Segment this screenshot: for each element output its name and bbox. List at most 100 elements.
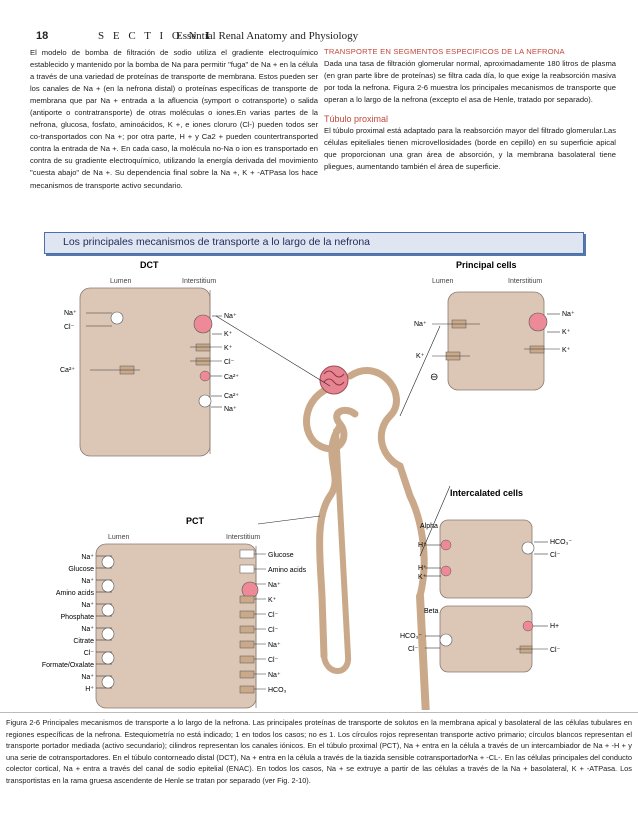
alpha-left-ion: H⁺	[418, 542, 427, 549]
principal-leader-line	[399, 325, 441, 417]
pct-left-ion: Na⁺	[81, 578, 94, 585]
dct-right-ion: Ca²⁺	[224, 393, 239, 400]
pct-cotransporter	[101, 651, 115, 665]
beta-h-pump	[522, 620, 534, 632]
pct-interstitium-label: Interstitium	[226, 534, 260, 541]
left-column-text: El modelo de bomba de filtración de sodi…	[30, 48, 318, 190]
pct-cell	[95, 543, 257, 709]
principal-lumen-label: Lumen	[432, 278, 454, 285]
beta-left-ion: HCO₃⁻	[400, 633, 422, 640]
nephron-figure: DCT Lumen Interstitium Na⁺ Cl⁻ Ca²⁺ Na⁺ …	[42, 260, 575, 710]
principal-right-ion: K⁺	[562, 347, 571, 354]
beta-label: Beta	[424, 608, 439, 615]
alpha-ae1-exchanger	[521, 541, 535, 555]
right-paragraph-2: El túbulo proximal está adaptado para la…	[324, 126, 616, 172]
pct-channel	[239, 685, 255, 694]
principal-na-k-pump	[528, 312, 548, 332]
header-title: Essential Renal Anatomy and Physiology	[176, 30, 359, 42]
pct-right-ion: HCO₃	[268, 687, 287, 694]
dct-na-ca-exchanger	[198, 394, 212, 408]
dct-k-channel	[195, 343, 211, 352]
page-header: 18 S E C T I O N I Essential Renal Anato…	[0, 30, 638, 50]
pct-channel	[239, 610, 255, 619]
dct-nacl-cotransporter	[110, 311, 124, 325]
dct-na-k-pump	[193, 314, 213, 334]
dct-right-ion: K⁺	[224, 331, 233, 338]
alpha-cell	[439, 519, 533, 599]
principal-negative-sign: ⊖	[430, 372, 438, 383]
intercalated-title: Intercalated cells	[450, 488, 523, 498]
beta-cl-channel	[519, 645, 533, 654]
figure-title: Los principales mecanismos de transporte…	[63, 236, 371, 248]
nephron-illustration	[215, 315, 451, 710]
alpha-left-ion: K⁺	[418, 574, 427, 581]
pct-right-ion: K⁺	[268, 597, 277, 604]
principal-left-ion: Na⁺	[414, 321, 427, 328]
alpha-h-k-pump	[440, 565, 452, 577]
beta-left-ion: Cl⁻	[408, 646, 419, 653]
dct-right-ion: Ca²⁺	[224, 374, 239, 381]
pct-lumen-label: Lumen	[108, 534, 130, 541]
dct-right-ion: K⁺	[224, 345, 233, 352]
right-subheading: Túbulo proximal	[324, 114, 389, 125]
pct-left-ion: Phosphate	[61, 614, 95, 621]
pct-title: PCT	[186, 516, 205, 526]
pct-right-ion: Cl⁻	[268, 627, 279, 634]
glomerulus	[319, 365, 349, 395]
pct-left-ion: Na⁺	[81, 626, 94, 633]
dct-left-ion: Na⁺	[64, 310, 77, 317]
pct-cotransporter	[101, 555, 115, 569]
dct-left-ion: Ca²⁺	[60, 367, 75, 374]
dct-right-ion: Na⁺	[224, 313, 237, 320]
dct-right-ion: Na⁺	[224, 406, 237, 413]
dct-leader-line	[215, 315, 331, 387]
beta-cell	[439, 605, 533, 673]
principal-title: Principal cells	[456, 260, 517, 270]
principal-right-ion: Na⁺	[562, 311, 575, 318]
alpha-right-ion: HCO₃⁻	[550, 539, 572, 546]
beta-right-ion: H+	[550, 623, 559, 630]
right-paragraph-1: Dada una tasa de filtración glomerular n…	[324, 59, 616, 105]
pct-left-ion: Na⁺	[81, 674, 94, 681]
pct-right-ion: Cl⁻	[268, 657, 279, 664]
pct-uniporter	[239, 564, 255, 574]
pct-uniporter	[239, 549, 255, 559]
dct-lumen-label: Lumen	[110, 278, 132, 285]
principal-right-ion: K⁺	[562, 329, 571, 336]
alpha-label: Alpha	[420, 523, 438, 530]
beta-right-ion: Cl⁻	[550, 647, 561, 654]
beta-pendrin	[439, 633, 453, 647]
pct-left-ion: H⁺	[85, 686, 94, 693]
dct-panel: DCT Lumen Interstitium Na⁺ Cl⁻ Ca²⁺ Na⁺ …	[60, 260, 239, 457]
alpha-left-ion: H⁺	[418, 565, 427, 572]
pct-right-ion: Na⁺	[268, 582, 281, 589]
pct-cotransporter	[101, 579, 115, 593]
pct-right-ion: Glucose	[268, 552, 294, 559]
pct-left-ion: Amino acids	[56, 590, 95, 597]
pct-leader-line	[257, 515, 321, 525]
dct-cl-channel	[195, 357, 211, 366]
page-number: 18	[36, 30, 49, 42]
pct-left-ion: Formate/Oxalate	[42, 662, 94, 669]
principal-cell	[447, 291, 545, 391]
pct-right-ion: Amino acids	[268, 567, 307, 574]
dct-ca-pump	[199, 370, 211, 382]
pct-channel	[239, 655, 255, 664]
dct-left-ion: Cl⁻	[64, 324, 75, 331]
pct-right-ion: Na⁺	[268, 672, 281, 679]
principal-k-channel	[529, 345, 545, 354]
pct-na-k-pump	[241, 581, 259, 599]
principal-interstitium-label: Interstitium	[508, 278, 542, 285]
pct-left-ion: Na⁺	[81, 602, 94, 609]
figure-caption-text: Figura 2-6 Principales mecanismos de tra…	[6, 718, 632, 785]
pct-cotransporter	[101, 603, 115, 617]
alpha-right-ion: Cl⁻	[550, 552, 561, 559]
pct-channel	[239, 640, 255, 649]
intercalated-leader-line	[419, 485, 451, 557]
dct-interstitium-label: Interstitium	[182, 278, 216, 285]
dct-title: DCT	[140, 260, 159, 270]
principal-panel: Principal cells Lumen Interstitium Na⁺ K…	[414, 260, 575, 391]
dct-right-ion: Cl⁻	[224, 359, 235, 366]
